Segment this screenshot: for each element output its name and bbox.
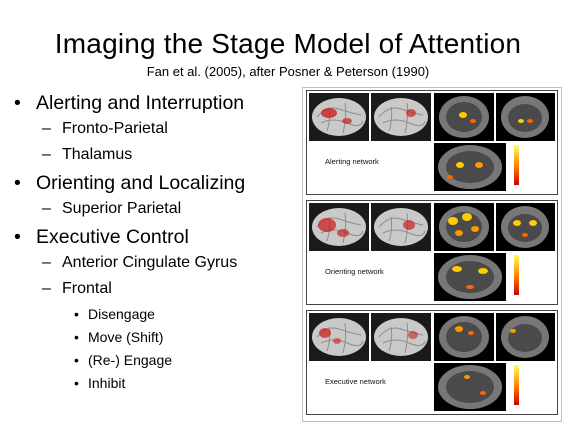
dash-icon: – xyxy=(42,200,51,217)
sub-sub-bullet-disengage: • Disengage xyxy=(12,305,302,328)
sub-sub-bullet-inhibit: • Inhibit xyxy=(12,374,302,397)
executive-network-label: Executive network xyxy=(325,377,386,386)
bullet-dot-icon: • xyxy=(74,375,79,391)
sub-sub-bullet-disengage-text: Disengage xyxy=(88,306,155,322)
bullet-dot-icon: • xyxy=(74,352,79,368)
bullet-alerting: • Alerting and Interruption xyxy=(12,91,302,119)
sub-sub-bullet-inhibit-text: Inhibit xyxy=(88,375,126,391)
dash-icon: – xyxy=(42,254,51,271)
sub-bullet-anterior-cingulate: –Anterior Cingulate Gyrus xyxy=(12,253,302,279)
bullet-executive: • Executive Control xyxy=(12,225,302,253)
bullet-dot-icon: • xyxy=(74,329,79,345)
orienting-network-label: Orienting network xyxy=(325,267,384,276)
dash-icon: – xyxy=(42,146,51,163)
alerting-network-panel: Alerting network xyxy=(306,90,558,195)
sub-sub-bullet-move: • Move (Shift) xyxy=(12,328,302,351)
slide-title: Imaging the Stage Model of Attention xyxy=(54,28,522,59)
bullet-orienting: • Orienting and Localizing xyxy=(12,171,302,199)
sub-sub-bullet-engage: • (Re-) Engage xyxy=(12,351,302,374)
sub-bullet-superior-parietal-text: Superior Parietal xyxy=(62,200,182,217)
bullet-dot-icon: • xyxy=(14,92,21,114)
sub-bullet-superior-parietal: –Superior Parietal xyxy=(12,199,302,225)
executive-network-panel: Executive network xyxy=(306,310,558,415)
orienting-network-panel: Orienting network xyxy=(306,200,558,305)
sub-bullet-thalamus: –Thalamus xyxy=(12,145,302,171)
slide-subtitle: Fan et al. (2005), after Posner & Peters… xyxy=(146,64,430,79)
alerting-network-images xyxy=(309,93,555,191)
dash-icon: – xyxy=(42,120,51,137)
dash-icon: – xyxy=(42,280,51,297)
sub-bullet-fronto-parietal: –Fronto-Parietal xyxy=(12,119,302,145)
sub-bullet-fronto-parietal-text: Fronto-Parietal xyxy=(62,120,168,137)
bullet-dot-icon: • xyxy=(14,172,21,194)
orienting-network-images xyxy=(309,203,555,301)
brain-imaging-figure: Alerting network xyxy=(302,87,562,422)
executive-network-images xyxy=(309,313,555,411)
sub-sub-bullet-engage-text: (Re-) Engage xyxy=(88,352,173,368)
sub-bullet-anterior-cingulate-text: Anterior Cingulate Gyrus xyxy=(62,254,238,271)
bullet-list: •Alerting and Interruption –Fronto-Parie… xyxy=(12,91,302,397)
sub-sub-bullet-move-text: Move (Shift) xyxy=(88,329,164,345)
sub-bullet-frontal: –Frontal xyxy=(12,279,302,305)
bullet-orienting-text: Orienting and Localizing xyxy=(36,172,246,194)
alerting-network-label: Alerting network xyxy=(325,157,379,166)
bullet-executive-text: Executive Control xyxy=(36,226,189,248)
sub-bullet-thalamus-text: Thalamus xyxy=(62,146,133,163)
sub-bullet-frontal-text: Frontal xyxy=(62,280,112,297)
bullet-dot-icon: • xyxy=(74,306,79,322)
bullet-dot-icon: • xyxy=(14,226,21,248)
bullet-alerting-text: Alerting and Interruption xyxy=(36,92,245,114)
